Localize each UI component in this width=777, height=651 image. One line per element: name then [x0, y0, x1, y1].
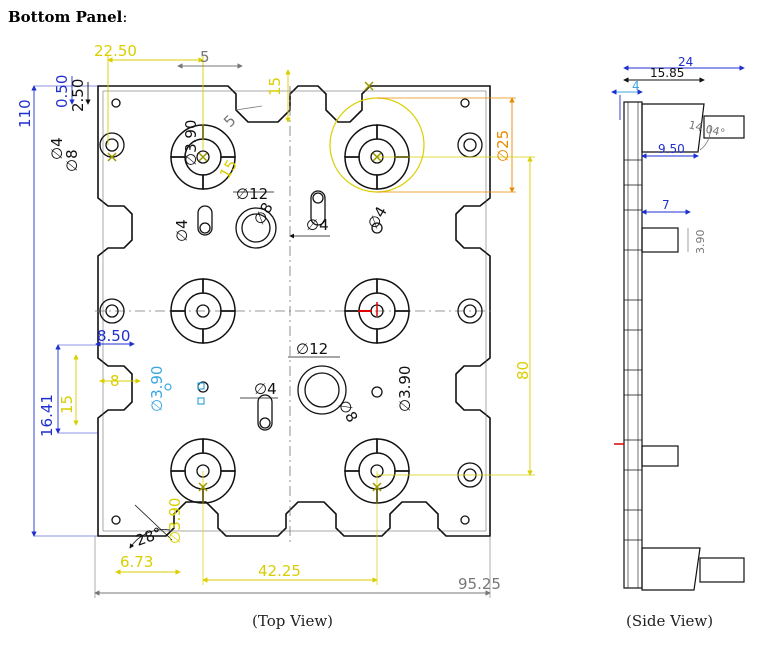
dim-80: 80 [514, 361, 532, 380]
dim-3-90-c: ∅3.90 [396, 366, 414, 412]
dim-15-top: 15 [266, 77, 284, 96]
hole [196, 304, 210, 318]
dim-8-a: ∅8 [250, 199, 277, 228]
dim-8-b: ∅8 [335, 397, 362, 426]
dim-4-a: ∅4 [173, 219, 191, 242]
dim-4-c: ∅4 [364, 203, 391, 232]
dim-8: 8 [110, 372, 120, 390]
heading-title: Bottom Panel [8, 8, 123, 26]
dim-8-left: ∅8 [63, 149, 81, 172]
dim-95-25: 95.25 [458, 575, 501, 593]
top-view [31, 55, 535, 598]
dim-15-c: 15 [216, 156, 241, 182]
dim-4-b: ∅4 [306, 216, 329, 234]
side-dim-3-90: 3.90 [694, 230, 707, 255]
side-dim-24: 24 [678, 55, 693, 69]
dim-3-90-b: ∅3.90 [148, 366, 166, 412]
dim-5-b: 5 [220, 111, 239, 130]
large-boss [297, 365, 347, 415]
dim-3-90-d: ∅3.90 [166, 498, 184, 544]
side-dim-15-85: 15.85 [650, 66, 684, 80]
boss [99, 132, 125, 158]
side-dim-14-04: 14.04° [687, 118, 726, 140]
dim-16-41: 16.41 [38, 394, 56, 437]
dim-4-left: ∅4 [48, 137, 66, 160]
large-boss [235, 207, 277, 249]
dim-12-b: ∅12 [296, 340, 328, 358]
side-dim-4: 4 [632, 79, 640, 93]
side-view-caption: (Side View) [626, 612, 714, 630]
dim-12-a: ∅12 [236, 185, 268, 203]
side-dim-7: 7 [662, 198, 670, 212]
side-dim-9-50: 9.50 [658, 142, 685, 156]
dim-5-top: 5 [200, 48, 210, 66]
dim-4-d: ∅4 [254, 380, 277, 398]
dim-42-25: 42.25 [258, 562, 301, 580]
dim-110: 110 [16, 99, 34, 128]
boss [457, 132, 483, 158]
section-heading: Bottom Panel: [8, 8, 127, 26]
dim-28deg: 28° [133, 524, 164, 550]
plate-outline [97, 85, 491, 537]
dim-2-50: 2.50 [69, 79, 87, 112]
heading-colon: : [122, 8, 128, 26]
dim-25: ∅25 [494, 130, 512, 162]
dim-3-90-a: ∅3.90 [182, 120, 200, 166]
boss [457, 298, 483, 324]
dim-15-d: 15 [58, 395, 76, 414]
dim-8-50: 8.50 [97, 327, 130, 345]
dim-6-73: 6.73 [120, 553, 153, 571]
top-view-caption: (Top View) [252, 612, 334, 630]
hole [196, 150, 210, 164]
side-view [623, 101, 745, 591]
dim-22-50: 22.50 [94, 42, 137, 60]
boss [99, 298, 125, 324]
dim-0-50: 0.50 [53, 75, 71, 108]
